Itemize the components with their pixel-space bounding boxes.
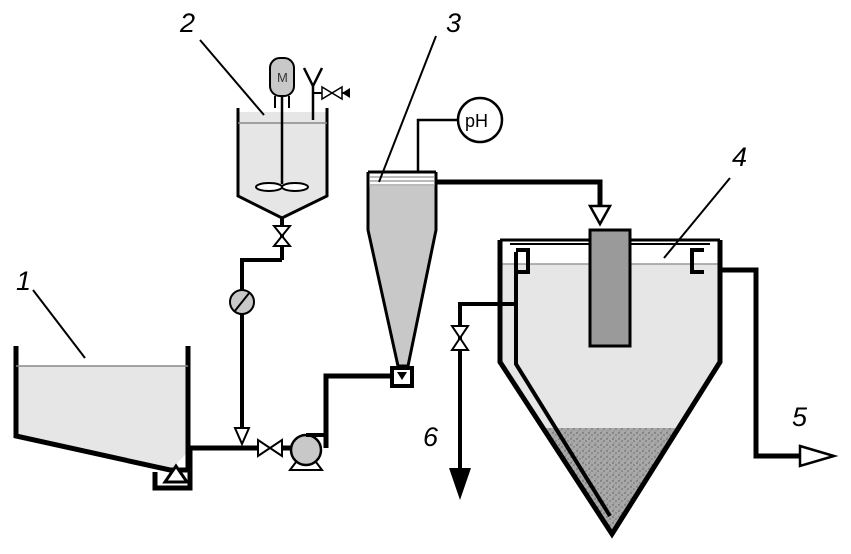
pump <box>288 433 328 471</box>
dosing-line <box>229 218 293 447</box>
outlet-6 <box>449 302 516 500</box>
label-4: 4 <box>732 142 747 172</box>
label-3: 3 <box>446 8 461 38</box>
motor-label: M <box>277 70 288 85</box>
cyclone-to-settler-pipe <box>436 179 613 227</box>
label-1: 1 <box>16 266 31 296</box>
sludge-valve-icon <box>450 325 470 351</box>
ph-gauge-icon <box>456 96 504 144</box>
feed-tank-1 <box>13 346 193 491</box>
label-6: 6 <box>423 422 439 452</box>
pump-icon <box>289 433 323 467</box>
reagent-mixer-2: M <box>236 57 350 220</box>
settler-4 <box>497 228 723 539</box>
label-2: 2 <box>179 8 195 38</box>
leader-line-2 <box>199 39 265 116</box>
leader-line-3 <box>378 35 437 183</box>
outlet-5 <box>720 267 839 468</box>
sludge-layer <box>543 428 676 530</box>
pump-to-cyclone-pipe <box>323 373 396 448</box>
leader-line-1 <box>32 289 86 359</box>
motor-icon <box>269 57 295 97</box>
feed-pipe <box>190 438 292 458</box>
inlet-valve-icon <box>321 85 343 101</box>
hydrocyclone-3 <box>366 170 438 388</box>
feed-well <box>588 228 632 348</box>
label-5: 5 <box>792 402 808 432</box>
ph-meter: pH <box>416 96 504 172</box>
dosing-valve-icon <box>271 225 293 247</box>
dosing-arrow-icon <box>233 427 251 447</box>
leader-line-4 <box>663 177 731 259</box>
feed-valve-icon <box>257 438 283 458</box>
ph-label: pH <box>465 111 488 131</box>
